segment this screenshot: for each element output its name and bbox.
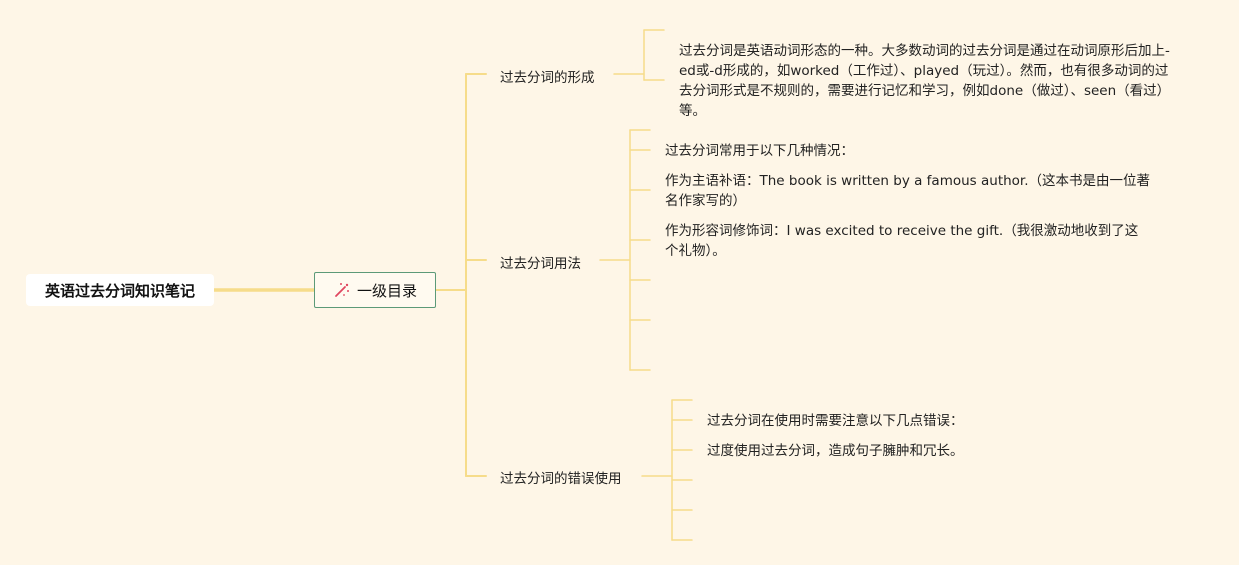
- leaf-misuse-overuse[interactable]: 过度使用过去分词，造成句子臃肿和冗长。: [707, 441, 1187, 461]
- branch-label: 过去分词用法: [500, 256, 581, 272]
- branch-label: 过去分词的形成: [500, 70, 595, 86]
- leaf-misuse-intro[interactable]: 过去分词在使用时需要注意以下几点错误：: [707, 411, 1187, 431]
- branch-usage[interactable]: 过去分词用法: [500, 252, 581, 272]
- leaf-text: 过去分词是英语动词形态的一种。大多数动词的过去分词是通过在动词原形后加上-ed或…: [679, 43, 1171, 119]
- leaf-usage-adjective-modifier[interactable]: 作为形容词修饰词：I was excited to receive the gi…: [665, 221, 1145, 261]
- branch-label: 过去分词的错误使用: [500, 471, 622, 487]
- leaf-formation-description[interactable]: 过去分词是英语动词形态的一种。大多数动词的过去分词是通过在动词原形后加上-ed或…: [679, 41, 1171, 121]
- level1-node-label: 一级目录: [356, 281, 417, 300]
- magic-wand-icon: [333, 281, 351, 299]
- level1-node[interactable]: 一级目录: [314, 272, 436, 308]
- branch-formation[interactable]: 过去分词的形成: [500, 66, 595, 86]
- leaf-usage-subject-complement[interactable]: 作为主语补语：The book is written by a famous a…: [665, 171, 1157, 211]
- leaf-text: 过去分词常用于以下几种情况：: [665, 143, 854, 159]
- root-node[interactable]: 英语过去分词知识笔记: [26, 274, 214, 306]
- leaf-text: 过去分词在使用时需要注意以下几点错误：: [707, 413, 964, 429]
- leaf-usage-intro[interactable]: 过去分词常用于以下几种情况：: [665, 141, 1145, 161]
- leaf-text: 作为形容词修饰词：I was excited to receive the gi…: [665, 223, 1139, 259]
- root-node-title: 英语过去分词知识笔记: [44, 281, 195, 300]
- leaf-text: 作为主语补语：The book is written by a famous a…: [665, 173, 1151, 209]
- branch-misuse[interactable]: 过去分词的错误使用: [500, 467, 622, 487]
- leaf-text: 过度使用过去分词，造成句子臃肿和冗长。: [707, 443, 964, 459]
